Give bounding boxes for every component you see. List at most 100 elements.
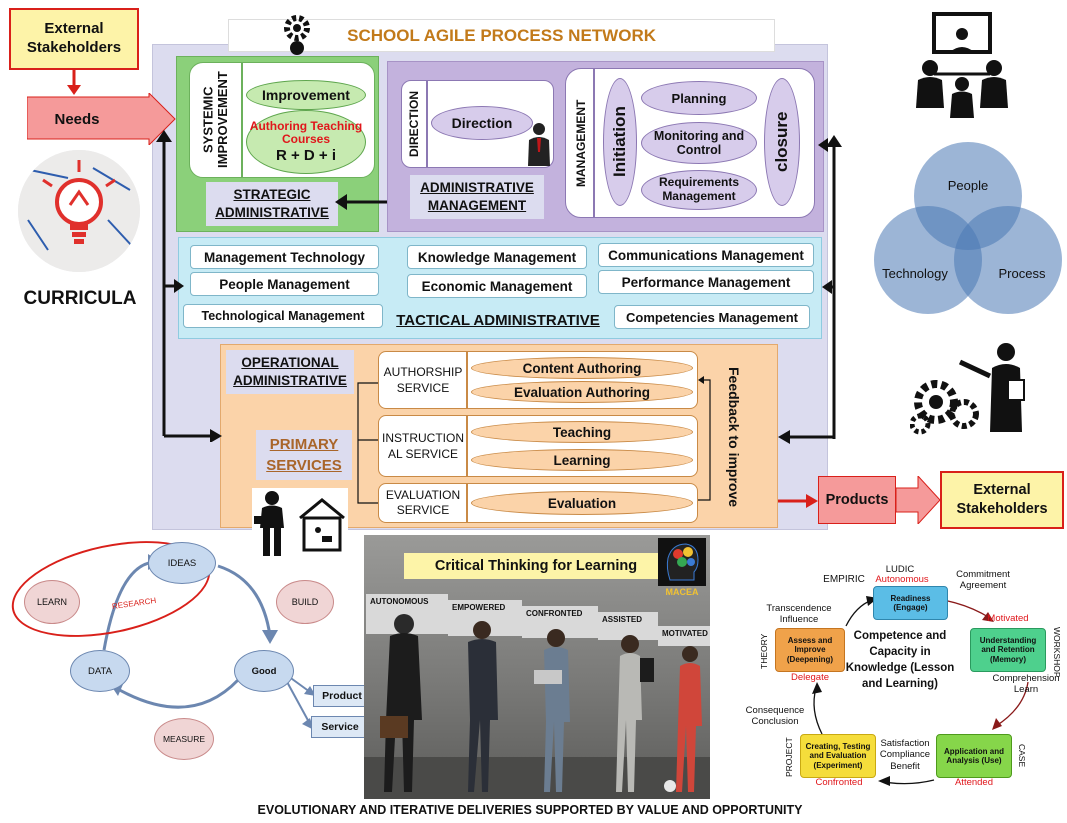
requirements-oval: Requirements Management [641, 170, 757, 210]
brain-head-icon [658, 538, 706, 586]
measure-node: MEASURE [154, 718, 214, 760]
divider-line [426, 80, 428, 168]
venn-process: Process [998, 265, 1046, 281]
empiric-label: EMPIRIC [823, 574, 865, 585]
external-stakeholders-right: External Stakeholders [940, 471, 1064, 529]
good-node: Good [234, 650, 294, 692]
right-connector-arrows [778, 135, 848, 447]
direction-vertical-label: DIRECTION [407, 91, 421, 157]
monitoring-oval: Monitoring and Control [641, 122, 757, 164]
consequence-label: Consequence Conclusion [745, 705, 805, 727]
bracket [348, 378, 380, 508]
tactical-item: Technological Management [183, 304, 383, 328]
teaching-oval: Teaching [471, 421, 693, 443]
divider-line [466, 415, 468, 477]
floor [364, 757, 710, 799]
lightbulb-illustration [18, 150, 140, 272]
attended-label: Attended [954, 777, 994, 788]
instructional-service-label: INSTRUCTION AL SERVICE [382, 430, 464, 461]
rdi-oval: Authoring Teaching Courses R + D + i [246, 110, 366, 174]
project-label: PROJECT [784, 737, 795, 777]
stair-step: MOTIVATED [658, 626, 710, 646]
down-arrow [66, 70, 82, 96]
motivated-label: Motivated [987, 613, 1029, 624]
content-authoring-oval: Content Authoring [471, 357, 693, 379]
businessman-icon [526, 122, 552, 166]
needs-label: Needs [54, 110, 100, 128]
meeting-icon [912, 8, 1012, 120]
initiation-oval: Initiation [603, 78, 637, 206]
delegate-label: Delegate [790, 672, 830, 683]
application-box: Application and Analysis (Use) [936, 734, 1012, 778]
transcendence-label: Transcendence Influence [766, 603, 832, 625]
evaluation-oval: Evaluation [471, 491, 693, 515]
assess-box: Assess and Improve (Deepening) [775, 628, 845, 672]
ideas-node: IDEAS [148, 542, 216, 584]
tactical-item: Management Technology [190, 245, 379, 269]
divider-line [466, 351, 468, 409]
readiness-box: Readiness (Engage) [873, 586, 948, 620]
data-node: DATA [70, 650, 130, 692]
tactical-item: People Management [190, 272, 379, 296]
tactical-item: Competencies Management [614, 305, 810, 329]
left-connector-arrows [150, 130, 222, 443]
divider-line [466, 483, 468, 523]
workshop-label: WORKSHOP [1051, 626, 1062, 678]
people-silhouettes [364, 610, 710, 800]
teacher-house-icon [252, 488, 348, 560]
tactical-item: Economic Management [407, 274, 587, 298]
divider-line [593, 68, 595, 218]
planning-oval: Planning [641, 81, 757, 115]
rdi-text: R + D + i [275, 147, 337, 165]
competence-cycle-arrows [760, 560, 1060, 800]
feedback-bracket [698, 376, 722, 504]
ludic-label: LUDIC [885, 564, 915, 575]
venn-people: People [947, 177, 989, 193]
tactical-administrative-label: TACTICAL ADMINISTRATIVE [396, 311, 600, 329]
confronted-label: Confronted [815, 777, 863, 788]
strategic-administrative-label: STRATEGIC ADMINISTRATIVE [206, 182, 338, 226]
tactical-item: Performance Management [598, 270, 814, 294]
authoring-teaching-text: Authoring Teaching [249, 118, 363, 133]
products-arrow [778, 493, 818, 509]
curricula-label: CURRICULA [23, 288, 137, 309]
service-box: Service [311, 716, 369, 738]
needs-arrow [26, 91, 177, 147]
creating-box: Creating, Testing and Evaluation (Experi… [800, 734, 876, 778]
learn-node: LEARN [24, 580, 80, 624]
primary-services-label: PRIMARY SERVICES [256, 430, 352, 480]
operational-administrative-label: OPERATIONAL ADMINISTRATIVE [226, 350, 354, 394]
tactical-item: Communications Management [598, 243, 814, 267]
satisfaction-label: Satisfaction Compliance Benefit [879, 738, 931, 772]
products-to-stakeholders-arrow [895, 474, 941, 526]
footer-caption: EVOLUTIONARY AND ITERATIVE DELIVERIES SU… [257, 803, 803, 817]
autonomous-label: Autonomous [875, 574, 929, 585]
macea-label: MACEA [665, 587, 699, 597]
theory-label: THEORY [759, 633, 770, 669]
page-title: SCHOOL AGILE PROCESS NETWORK [228, 19, 775, 52]
direction-oval: Direction [431, 106, 533, 140]
understanding-box: Understanding and Retention (Memory) [970, 628, 1046, 672]
commitment-label: Commitment Agreement [956, 569, 1010, 591]
tactical-item: Knowledge Management [407, 245, 587, 269]
management-vertical-label: MANAGEMENT [574, 99, 588, 187]
courses-text: Courses [281, 132, 331, 147]
venn-technology: Technology [882, 265, 948, 281]
improvement-oval: Improvement [246, 80, 366, 110]
evaluation-service-label: EVALUATION SERVICE [385, 488, 461, 517]
products-box: Products [818, 476, 896, 524]
comprehension-label: Comprehension Learn [992, 673, 1060, 695]
learning-oval: Learning [471, 449, 693, 471]
critical-thinking-title: Critical Thinking for Learning [404, 553, 668, 579]
admin-mgmt-label: ADMINISTRATIVE MANAGEMENT [410, 175, 544, 219]
case-label: CASE [1016, 744, 1027, 768]
evaluation-authoring-oval: Evaluation Authoring [471, 381, 693, 403]
external-stakeholders-top: External Stakeholders [9, 8, 139, 70]
center-label: Competence and Capacity in Knowledge (Le… [845, 630, 955, 691]
build-node: BUILD [276, 580, 334, 624]
venn-diagram [866, 138, 1066, 322]
authorship-service-label: AUTHORSHIP SERVICE [383, 364, 463, 395]
feedback-label: Feedback to improve [726, 366, 742, 508]
gears-presenter-icon [909, 340, 1040, 436]
divider-line [241, 62, 243, 178]
